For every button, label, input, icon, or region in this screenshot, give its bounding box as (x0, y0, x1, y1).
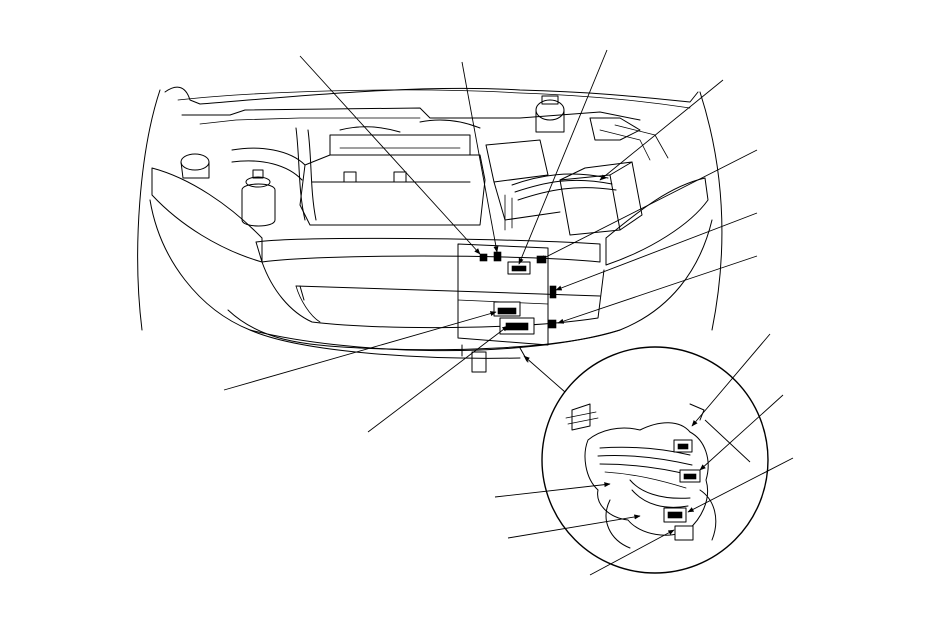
front-bumper (149, 199, 713, 352)
callout-leader-5 (539, 149, 758, 261)
callout-leader-10 (691, 333, 771, 427)
air-cleaner (485, 139, 549, 183)
callout-leader-14 (507, 514, 641, 539)
connector-a (479, 253, 488, 262)
connector-e (549, 285, 557, 299)
callout-leader-6 (555, 212, 758, 291)
callout-leader-12 (687, 457, 794, 513)
brake-fluid-reservoir (241, 183, 276, 227)
power-steering-reservoir (535, 99, 565, 121)
callout-leader-13 (494, 482, 611, 498)
callout-leader-11 (699, 394, 784, 471)
inset-connector-4 (674, 525, 694, 541)
radiator-support (181, 107, 641, 121)
callout-leaders (223, 49, 794, 576)
callout-leader-9 (367, 325, 509, 433)
connector-zone-frame (457, 243, 549, 346)
left-fender-outline (137, 89, 161, 331)
callout-leader-15 (589, 529, 675, 576)
right-fender-outline (699, 91, 723, 331)
hood-opening-edge (164, 86, 699, 105)
connector-f (547, 319, 557, 329)
callout-leader-4 (599, 79, 724, 181)
callout-leader-3 (518, 49, 608, 265)
left-headlamp (151, 167, 263, 263)
inset-harness-body (584, 422, 709, 536)
grille-opening (261, 261, 605, 329)
connector-b (493, 251, 502, 262)
callout-leader-8 (223, 311, 497, 391)
engine-components (180, 95, 669, 236)
left-reservoir-cap (180, 153, 210, 171)
right-headlamp (605, 177, 709, 266)
engine-block (299, 154, 486, 226)
callout-leader-2 (461, 61, 499, 253)
inset-detail (523, 346, 769, 574)
callout-leader-1 (299, 55, 481, 255)
inset-view-arrow (523, 355, 566, 393)
intake-duct (231, 147, 306, 166)
grille-band (255, 237, 601, 263)
inset-circle (541, 346, 769, 574)
callout-leader-7 (557, 255, 758, 324)
vehicle-body (137, 86, 723, 359)
inset-diagonal-mark (704, 419, 751, 463)
